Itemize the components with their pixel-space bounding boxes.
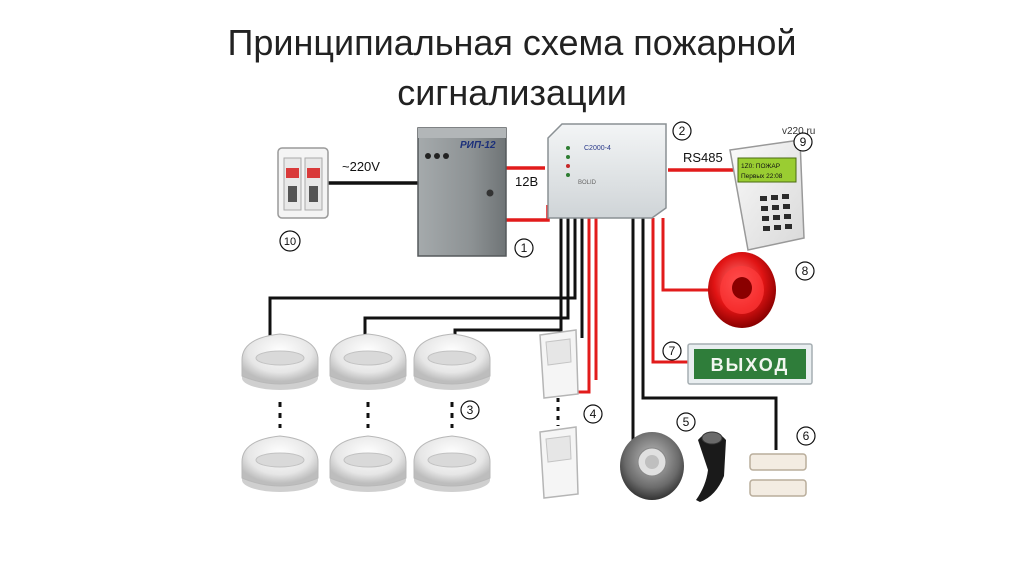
smoke-detector — [413, 333, 491, 390]
callout-6: 6 — [796, 426, 816, 446]
keypad-unit: 1Z0: ПОЖАР Первых 22:08 — [729, 139, 805, 251]
smoke-detector — [241, 435, 319, 492]
callout-9: 9 — [793, 132, 813, 152]
callout-7: 7 — [662, 341, 682, 361]
smoke-detector — [241, 333, 319, 390]
controller-brand-label: BOLID — [578, 180, 597, 186]
motion-sensor — [539, 329, 579, 399]
wire-motion-red — [578, 218, 591, 394]
callout-5-text: 5 — [683, 415, 690, 429]
wire-contact — [641, 218, 778, 450]
callout-4-text: 4 — [590, 407, 597, 421]
slide-title: Принципиальная схема пожарной сигнализац… — [100, 18, 924, 118]
key-reader — [620, 432, 684, 500]
keypad-display-line1: 1Z0: ПОЖАР — [741, 163, 780, 170]
wire-exit — [651, 218, 690, 364]
rs485-label: RS485 — [683, 150, 723, 165]
watermark-text: v220.ru — [782, 126, 815, 137]
title-line-2: сигнализации — [397, 72, 627, 113]
motion-sensors — [539, 329, 579, 499]
callout-10: 10 — [279, 230, 301, 252]
exit-sign: ВЫХОД — [687, 343, 813, 385]
circuit-breaker — [277, 147, 329, 219]
callout-6-text: 6 — [803, 429, 810, 443]
wire-loop-1 — [268, 218, 577, 338]
keypad-display-line2: Первых 22:08 — [741, 173, 783, 180]
smoke-detectors — [241, 333, 491, 492]
controller-unit: С2000-4 BOLID — [547, 123, 667, 219]
callout-10-text: 10 — [284, 236, 296, 248]
callout-3: 3 — [460, 400, 480, 420]
smoke-detector — [413, 435, 491, 492]
title-line-1: Принципиальная схема пожарной — [227, 22, 797, 63]
magnetic-contacts — [749, 453, 807, 497]
touch-memory-key — [696, 431, 726, 502]
callout-8-text: 8 — [802, 264, 809, 278]
wire-12v-bottom — [505, 205, 550, 222]
callout-3-text: 3 — [467, 403, 474, 417]
callout-1-text: 1 — [521, 241, 528, 255]
exit-sign-text: ВЫХОД — [711, 355, 790, 375]
wire-loop-2 — [363, 218, 570, 338]
mains-voltage-label: ~220V — [342, 159, 380, 174]
wires — [268, 166, 778, 450]
callout-4: 4 — [583, 404, 603, 424]
smoke-detector — [329, 333, 407, 390]
callout-7-text: 7 — [669, 344, 676, 358]
callouts: 1 2 3 4 5 6 7 — [279, 121, 816, 446]
power-supply-unit: РИП-12 — [417, 127, 507, 257]
dc-voltage-label: 12В — [515, 174, 538, 189]
callout-9-text: 9 — [800, 135, 807, 149]
callout-1: 1 — [514, 238, 534, 258]
callout-2: 2 — [672, 121, 692, 141]
controller-model-label: С2000-4 — [584, 145, 611, 152]
callout-2-text: 2 — [679, 124, 686, 138]
siren-light — [708, 252, 776, 328]
psu-model-label: РИП-12 — [460, 140, 496, 151]
callout-8: 8 — [795, 261, 815, 281]
wire-siren — [661, 218, 712, 292]
callout-5: 5 — [676, 412, 696, 432]
motion-sensor — [539, 426, 579, 499]
smoke-detector — [329, 435, 407, 492]
